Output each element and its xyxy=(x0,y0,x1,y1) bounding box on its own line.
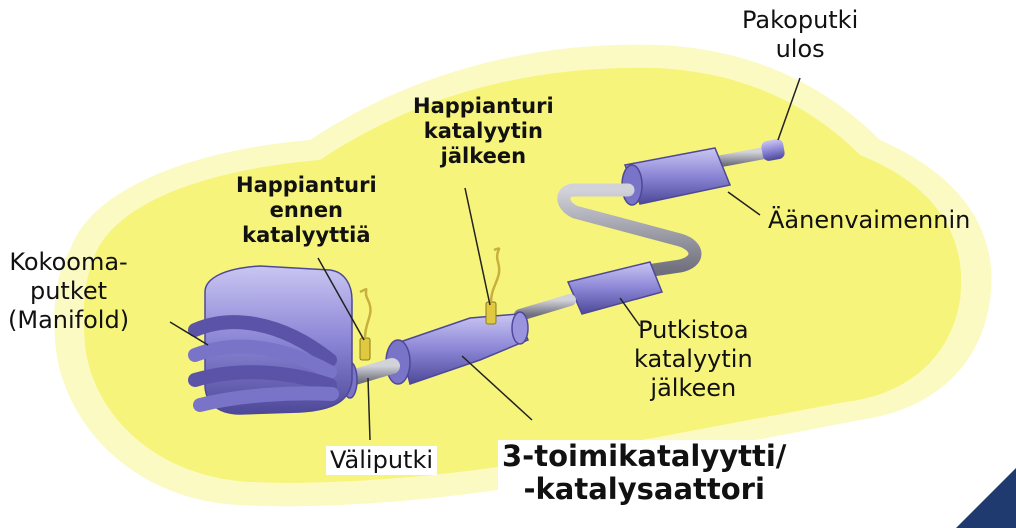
label-o2-before-line2: ennen xyxy=(236,198,377,223)
label-o2-sensor-before: Happianturi ennen katalyyttiä xyxy=(236,173,377,248)
label-catalyst-line1: 3-toimikatalyytti/ xyxy=(502,440,786,473)
label-muffler: Äänenvaimennin xyxy=(768,206,970,235)
label-pipes-after-line2: katalyytin xyxy=(634,345,753,374)
label-pipes-after-line1: Putkistoa xyxy=(634,316,753,345)
label-intermediate-pipe: Väliputki xyxy=(326,446,437,475)
label-manifold: Kokooma- putket (Manifold) xyxy=(8,248,129,335)
label-pipes-after-catalyst: Putkistoa katalyytin jälkeen xyxy=(634,316,753,403)
label-o2-before-line1: Happianturi xyxy=(236,173,377,198)
label-manifold-line1: Kokooma- xyxy=(8,248,129,277)
label-o2-before-line3: katalyyttiä xyxy=(236,223,377,248)
label-tailpipe: Pakoputki ulos xyxy=(742,6,858,64)
label-catalytic-converter: 3-toimikatalyytti/ -katalysaattori xyxy=(498,440,790,506)
label-manifold-line2: putket xyxy=(8,277,129,306)
label-tailpipe-line2: ulos xyxy=(742,35,858,64)
label-pipes-after-line3: jälkeen xyxy=(634,374,753,403)
label-o2-sensor-after: Happianturi katalyytin jälkeen xyxy=(413,94,554,169)
label-o2-after-line1: Happianturi xyxy=(413,94,554,119)
label-catalyst-line2: -katalysaattori xyxy=(502,473,786,506)
label-o2-after-line2: katalyytin xyxy=(413,119,554,144)
label-intermediate-pipe-text: Väliputki xyxy=(330,446,433,475)
label-o2-after-line3: jälkeen xyxy=(413,144,554,169)
label-muffler-text: Äänenvaimennin xyxy=(768,206,970,235)
label-tailpipe-line1: Pakoputki xyxy=(742,6,858,35)
label-manifold-line3: (Manifold) xyxy=(8,306,129,335)
corner-decoration xyxy=(956,468,1016,528)
engine-manifold xyxy=(195,266,352,414)
